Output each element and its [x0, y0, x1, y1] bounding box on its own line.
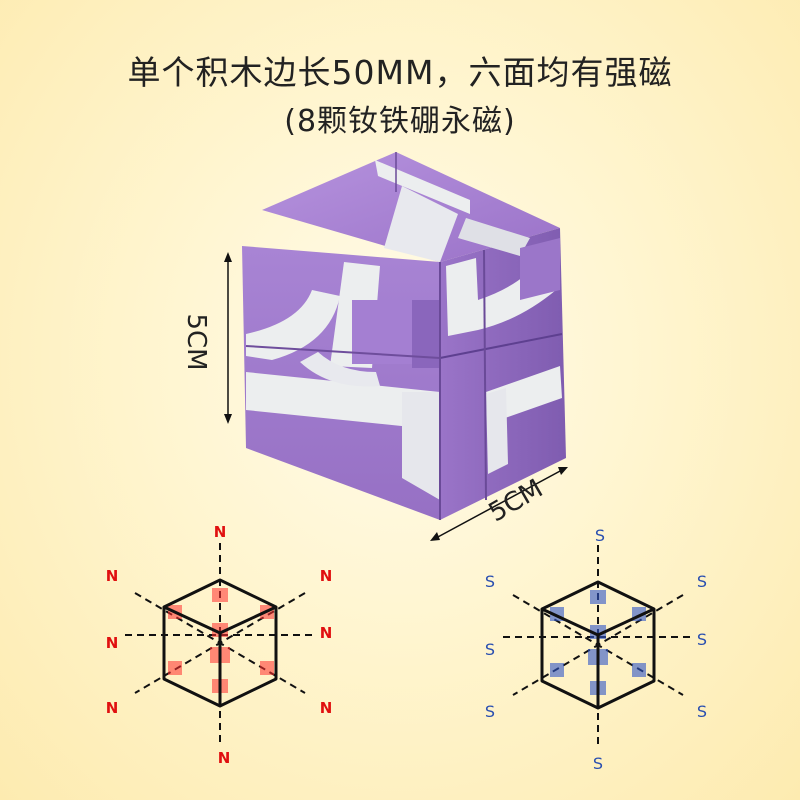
- sub-headline: (8颗钕铁硼永磁): [284, 104, 516, 139]
- svg-text:S: S: [697, 702, 707, 721]
- headline: 单个积木边长50MM，六面均有强磁: [127, 53, 673, 92]
- width-dimension: [430, 467, 568, 541]
- height-dimension: [224, 252, 232, 424]
- cube-body: [242, 152, 566, 520]
- south-pole-diagram: S S S S S S S S: [485, 526, 707, 773]
- svg-text:N: N: [214, 523, 227, 541]
- svg-text:N: N: [320, 567, 333, 585]
- svg-text:N: N: [320, 699, 333, 717]
- svg-text:S: S: [485, 640, 495, 659]
- svg-text:S: S: [697, 572, 707, 591]
- north-labels: N N N N N N N N: [106, 523, 333, 767]
- south-labels: S S S S S S S S: [485, 526, 707, 773]
- svg-text:N: N: [320, 624, 333, 642]
- svg-text:N: N: [106, 567, 119, 585]
- svg-text:S: S: [697, 630, 707, 649]
- north-pole-diagram: N N N N N N N N: [106, 523, 333, 767]
- svg-text:S: S: [485, 702, 495, 721]
- svg-text:S: S: [595, 526, 605, 545]
- svg-text:S: S: [593, 754, 603, 773]
- svg-text:N: N: [218, 749, 231, 767]
- height-label: 5CM: [181, 313, 211, 370]
- svg-text:N: N: [106, 634, 119, 652]
- svg-text:S: S: [485, 572, 495, 591]
- svg-text:N: N: [106, 699, 119, 717]
